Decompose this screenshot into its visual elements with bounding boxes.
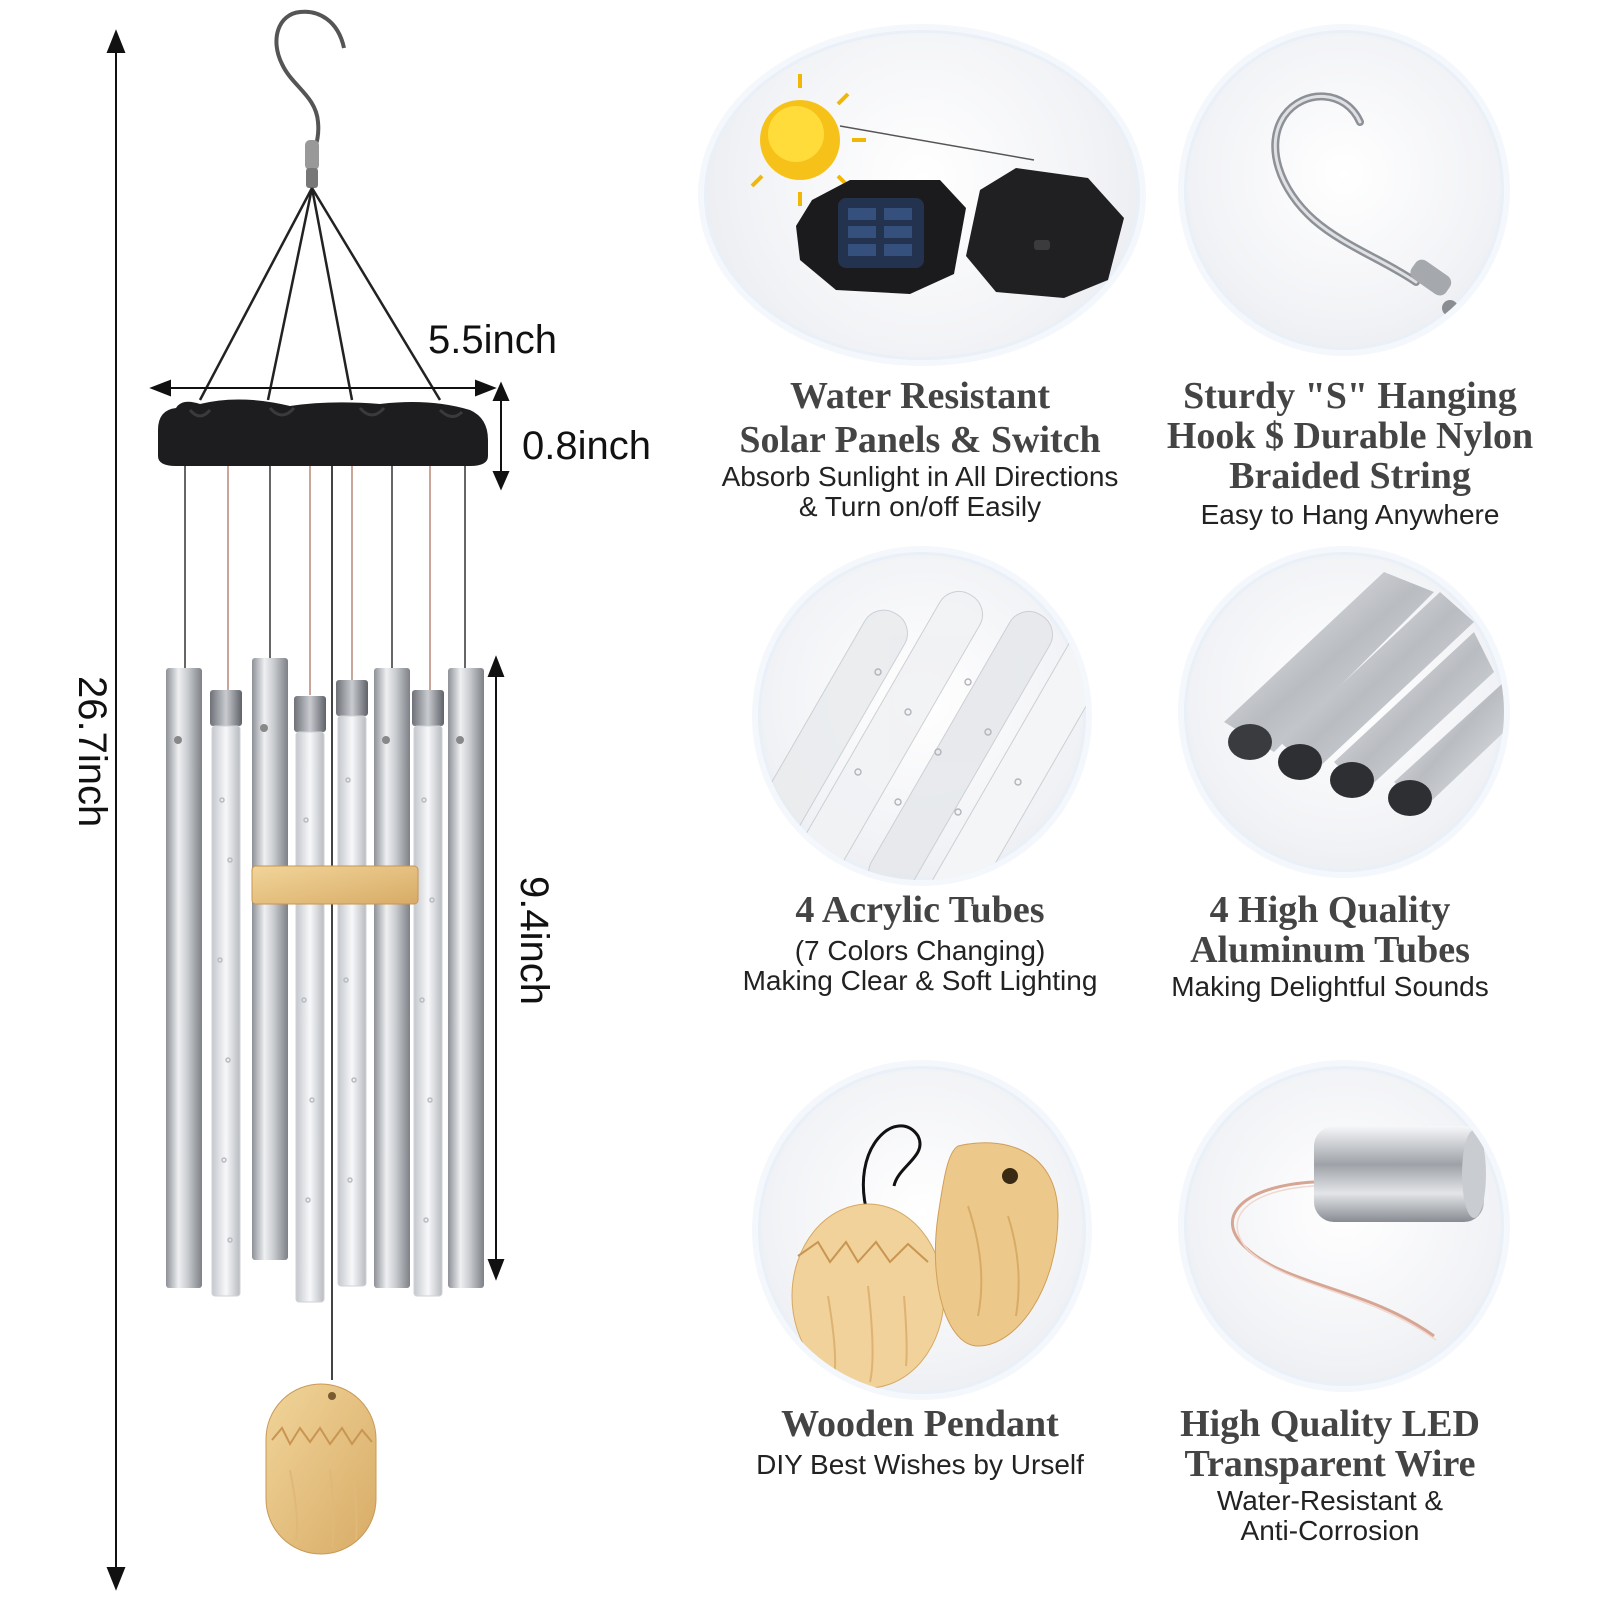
- feature-led-wire-title-line-1: High Quality LED: [1180, 1403, 1480, 1445]
- width-label: 5.5inch: [428, 318, 557, 362]
- aluminum-tube-icon: [1224, 572, 1504, 816]
- feature-solar-circle: [704, 30, 1140, 360]
- feature-pendant-title-line-1: Wooden Pendant: [781, 1403, 1059, 1445]
- feature-led-wire-circle: [1184, 1066, 1504, 1386]
- feature-aluminum-circle: [1184, 552, 1504, 872]
- feature-aluminum-title-line-1: 4 High Quality: [1209, 889, 1451, 931]
- tube-length-arrow: [487, 655, 505, 1281]
- width-arrow: [149, 379, 497, 397]
- feature-acrylic-title: 4 Acrylic Tubes: [690, 890, 1150, 930]
- feature-acrylic-sub-line-2: Making Clear & Soft Lighting: [742, 965, 1098, 996]
- feature-aluminum-title: 4 High Quality Aluminum Tubes: [1100, 890, 1560, 970]
- feature-acrylic-subtitle: (7 Colors Changing) Making Clear & Soft …: [690, 936, 1150, 996]
- feature-aluminum-subtitle: Making Delightful Sounds: [1100, 972, 1560, 1002]
- feature-solar-title: Water Resistant Solar Panels & Switch: [690, 376, 1150, 460]
- feature-led-wire-subtitle: Water-Resistant & Anti-Corrosion: [1100, 1486, 1560, 1546]
- feature-acrylic-title-line-1: 4 Acrylic Tubes: [795, 889, 1045, 931]
- feature-solar-title-line-1: Water Resistant: [790, 375, 1050, 417]
- feature-pendant-subtitle: DIY Best Wishes by Urself: [690, 1450, 1150, 1480]
- feature-hook-title-line-2: Hook $ Durable Nylon: [1166, 415, 1534, 457]
- wooden-striker: [251, 865, 419, 905]
- wooden-pendant-icon: [791, 1124, 1059, 1389]
- wooden-pendant: [265, 1383, 377, 1555]
- feature-hook-title: Sturdy "S" Hanging Hook $ Durable Nylon …: [1120, 376, 1580, 496]
- feature-led-wire-sub-line-1: Water-Resistant &: [1216, 1485, 1444, 1516]
- feature-acrylic-circle: [758, 552, 1086, 880]
- feature-acrylic-sub-line-1: (7 Colors Changing): [794, 935, 1046, 966]
- swivel-clip: [305, 140, 319, 188]
- hanging-strings: [198, 187, 442, 401]
- s-hook-icon: [1271, 92, 1458, 316]
- feature-hook-title-line-3: Braided String: [1229, 455, 1471, 497]
- total-length-arrow: [106, 29, 126, 1591]
- feature-hook-title-line-1: Sturdy "S" Hanging: [1183, 375, 1517, 417]
- feature-pendant-sub-line-1: DIY Best Wishes by Urself: [756, 1449, 1084, 1480]
- aluminum-tubes: [166, 658, 484, 1288]
- feature-led-wire-title-line-2: Transparent Wire: [1184, 1443, 1476, 1485]
- wind-chime-svg: [106, 9, 510, 1591]
- wind-chime-illustration: 5.5inch 0.8inch 26.7inch 9.4inch: [0, 0, 680, 1600]
- feature-solar-sub-line-2: & Turn on/off Easily: [798, 491, 1042, 522]
- feature-led-wire-sub-line-2: Anti-Corrosion: [1240, 1515, 1420, 1546]
- feature-pendant-title: Wooden Pendant: [690, 1404, 1150, 1444]
- feature-solar-subtitle: Absorb Sunlight in All Directions & Turn…: [690, 462, 1150, 522]
- tube-length-label: 9.4inch: [512, 876, 556, 1005]
- height-arrow: [492, 381, 510, 491]
- feature-hook-circle: [1184, 30, 1504, 350]
- feature-hook-subtitle: Easy to Hang Anywhere: [1120, 500, 1580, 530]
- acrylic-tube-icon: [758, 590, 1086, 880]
- feature-solar-sub-line-1: Absorb Sunlight in All Directions: [721, 461, 1119, 492]
- feature-solar-title-line-2: Solar Panels & Switch: [739, 419, 1101, 461]
- feature-aluminum-sub-line-1: Making Delightful Sounds: [1171, 971, 1489, 1002]
- height-label: 0.8inch: [522, 424, 651, 468]
- solar-top-disc: [158, 399, 488, 466]
- total-length-label: 26.7inch: [70, 676, 114, 828]
- solar-panel-icon: [750, 74, 1124, 298]
- feature-led-wire-title: High Quality LED Transparent Wire: [1100, 1404, 1560, 1484]
- s-hook: [274, 9, 346, 163]
- feature-aluminum-title-line-2: Aluminum Tubes: [1190, 929, 1470, 971]
- feature-pendant-circle: [758, 1066, 1086, 1394]
- feature-hook-sub-line-1: Easy to Hang Anywhere: [1200, 499, 1500, 530]
- tube-strings: [184, 466, 466, 1380]
- led-wire-icon: [1231, 1126, 1486, 1341]
